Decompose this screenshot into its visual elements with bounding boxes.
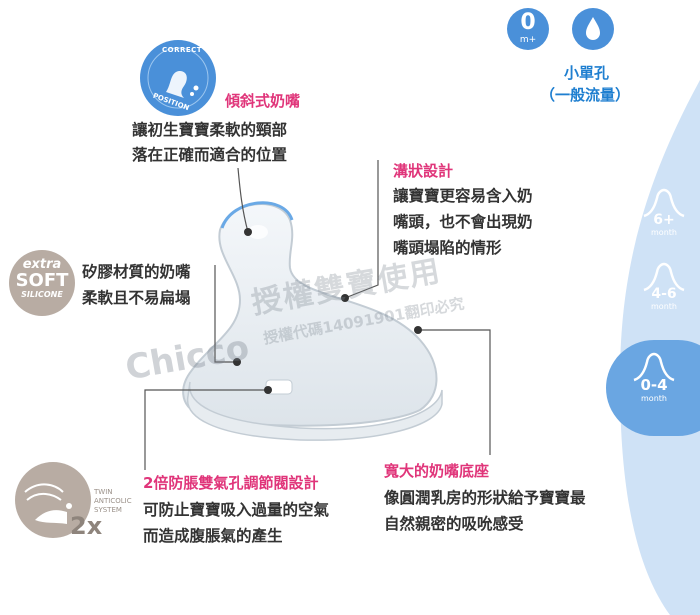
stage-number: 6+ <box>653 212 675 228</box>
anticolic-title: 2倍防脹雙氣孔調節閥設計 <box>143 474 319 492</box>
silicone-label: SILICONE <box>21 290 63 299</box>
anticolic-line1: 可防止寶寶吸入過量的空氣 <box>143 501 330 519</box>
soft-label: SOFT <box>15 270 69 291</box>
age-suffix: m+ <box>519 35 537 45</box>
twin-count: 2x <box>70 512 103 540</box>
groove-line3: 嘴頭塌陷的情形 <box>393 239 502 257</box>
nipple-outline-icon <box>643 262 685 292</box>
extra-soft-badge: extra SOFT SILICONE <box>9 250 75 316</box>
flow-title: 小單孔 <box>564 64 610 82</box>
groove-title: 溝狀設計 <box>393 162 454 180</box>
base-title: 寬大的奶嘴底座 <box>384 462 490 480</box>
stage-unit: month <box>651 302 677 311</box>
angled-line1: 讓初生寶寶柔軟的頸部 <box>132 121 288 139</box>
base-line2: 自然親密的吸吮感受 <box>384 515 524 533</box>
silicone-line1: 矽膠材質的奶嘴 <box>82 263 191 281</box>
flow-badge <box>572 8 614 50</box>
flow-subtitle: （一般流量） <box>540 86 631 104</box>
stage-0to4-highlight <box>606 340 700 436</box>
angled-line2: 落在正確而適合的位置 <box>132 146 288 164</box>
extra-label: extra <box>22 257 62 272</box>
stage-unit: month <box>641 394 667 403</box>
tilted-nipple-icon <box>147 47 209 109</box>
stage-0to4: 0-4 month <box>622 352 686 422</box>
anticolic-label: ANTICOLIC <box>94 497 132 505</box>
correct-position-badge: CORRECT POSITION <box>140 40 216 116</box>
silicone-line2: 柔軟且不易扁塌 <box>82 289 191 307</box>
valve-icon <box>24 483 72 524</box>
groove-line1: 讓寶寶更容易含入奶 <box>393 187 533 205</box>
system-label: SYSTEM <box>94 506 122 514</box>
base-line1: 像圓潤乳房的形狀給予寶寶最 <box>384 489 586 507</box>
groove-line2: 嘴頭，也不會出現奶 <box>393 213 533 231</box>
twin-label: TWIN <box>94 488 113 496</box>
nipple-outline-icon <box>643 188 685 218</box>
age-number: 0 <box>520 10 536 35</box>
stage-4to6: 4-6 month <box>632 262 696 322</box>
nipple-outline-icon <box>633 352 675 382</box>
age-badge: 0 m+ <box>507 8 549 50</box>
droplet-icon <box>586 17 600 40</box>
stage-number: 4-6 <box>651 286 677 302</box>
twin-anticolic-badge <box>15 462 91 538</box>
anticolic-line2: 而造成腹脹氣的產生 <box>143 527 283 545</box>
correct-label: CORRECT <box>162 46 203 54</box>
angled-title: 傾斜式奶嘴 <box>225 92 301 110</box>
stage-6plus: 6+ month <box>632 188 696 248</box>
age-stage-panel <box>620 0 700 615</box>
stage-number: 0-4 <box>640 376 668 394</box>
nipple-illustration <box>182 201 443 441</box>
stage-unit: month <box>651 228 677 237</box>
